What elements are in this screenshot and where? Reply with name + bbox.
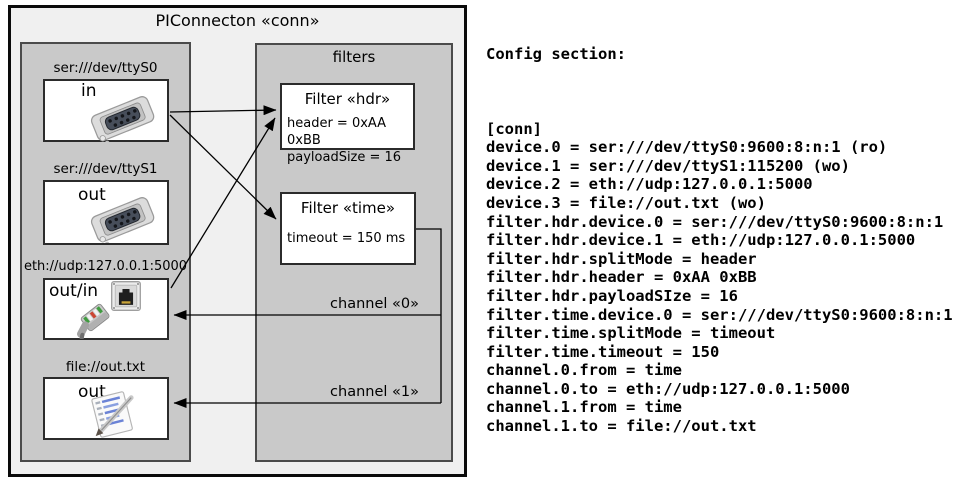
config-line: filter.time.device.0 = ser:///dev/ttyS0:…: [486, 305, 953, 324]
serial-connector-icon: [90, 96, 155, 142]
config-line: filter.hdr.device.1 = eth://udp:127.0.0.…: [486, 231, 916, 250]
config-line: device.0 = ser:///dev/ttyS0:9600:8:n:1 (…: [486, 138, 888, 157]
filter-time-box: Filter «time» timeout = 150 ms: [280, 192, 416, 265]
device-mode-label: out: [78, 185, 106, 205]
device-mode-label: in: [81, 81, 97, 101]
diagram-title: PIConnecton «conn»: [155, 11, 320, 30]
config-line: filter.time.timeout = 150: [486, 342, 720, 361]
filter-attr: timeout = 150 ms: [287, 231, 406, 246]
filter-attr: payloadSize = 16: [287, 150, 402, 165]
config-line: filter.hdr.splitMode = header: [486, 249, 757, 268]
device-url-eth: eth://udp:127.0.0.1:5000: [23, 259, 188, 274]
config-line: channel.1.from = time: [486, 398, 682, 417]
filter-attr: header = 0xAA 0xBB: [287, 116, 387, 148]
device-mode-label: out/in: [49, 281, 99, 301]
filter-hdr-box: Filter «hdr» header = 0xAA 0xBB payloadS…: [280, 83, 415, 165]
device-box-file: out: [43, 377, 169, 440]
config-line: [conn]: [486, 119, 542, 138]
config-line: device.1 = ser:///dev/ttyS1:115200 (wo): [486, 156, 850, 175]
device-url-file: file://out.txt: [65, 359, 146, 375]
config-line: channel.0.from = time: [486, 361, 682, 380]
device-url-ttys0: ser:///dev/ttyS0: [53, 60, 158, 76]
device-url-ttys1: ser:///dev/ttyS1: [53, 161, 158, 177]
config-line: filter.hdr.header = 0xAA 0xBB: [486, 268, 757, 287]
pencil-icon: [95, 395, 134, 437]
devices-panel: ser:///dev/ttyS0 in: [20, 42, 191, 462]
device-box-ttys0: in: [43, 79, 169, 142]
filter-time-title: Filter «time»: [300, 199, 396, 217]
config-line: filter.time.splitMode = timeout: [486, 324, 776, 343]
device-box-eth: out/in: [43, 278, 169, 340]
config-line: filter.hdr.device.0 = ser:///dev/ttyS0:9…: [486, 212, 944, 231]
filter-hdr-title: Filter «hdr»: [304, 90, 391, 108]
filters-panel-label: filters: [332, 48, 376, 66]
config-section: Config section: [conn]device.0 = ser:///…: [486, 8, 953, 473]
config-line: filter.hdr.payloadSIze = 16: [486, 286, 738, 305]
piconnector-diagram: PIConnecton «conn» ser:///dev/ttyS0 in: [8, 5, 467, 477]
ethernet-port-icon: [111, 281, 141, 311]
filter-hdr-attributes: header = 0xAA 0xBB payloadSize = 16: [287, 115, 413, 166]
config-line: device.2 = eth://udp:127.0.0.1:5000: [486, 175, 813, 194]
filters-panel: filters Filter «hdr» header = 0xAA 0xBB …: [255, 43, 453, 462]
config-line: channel.1.to = file://out.txt: [486, 417, 757, 436]
channel-0-label: channel «0»: [330, 296, 419, 312]
device-mode-label: out: [78, 382, 106, 402]
config-line: channel.0.to = eth://udp:127.0.0.1:5000: [486, 379, 850, 398]
serial-connector-icon: [90, 197, 155, 243]
config-lines: [conn]device.0 = ser:///dev/ttyS0:9600:8…: [486, 120, 953, 436]
channel-1-label: channel «1»: [330, 384, 419, 400]
filter-time-attributes: timeout = 150 ms: [287, 230, 414, 247]
config-line: device.3 = file://out.txt (wo): [486, 193, 766, 212]
ethernet-plug-icon: [77, 303, 110, 339]
config-heading: Config section:: [486, 45, 626, 64]
notepad-pencil-icon: [91, 391, 134, 438]
device-box-ttys1: out: [43, 180, 169, 245]
